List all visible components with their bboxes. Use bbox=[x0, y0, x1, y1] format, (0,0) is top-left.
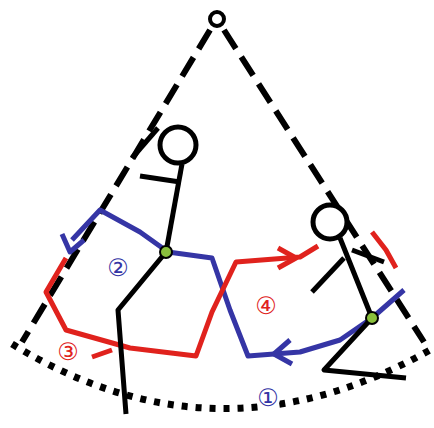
joint-dot bbox=[160, 246, 172, 258]
figure-arm bbox=[140, 176, 180, 182]
callout-number: ④ bbox=[254, 293, 278, 319]
red-path bbox=[92, 350, 112, 357]
apex-point bbox=[210, 12, 224, 26]
callout-number: ③ bbox=[56, 339, 80, 365]
sector-edge bbox=[224, 30, 424, 342]
arrow-head bbox=[274, 340, 292, 364]
figure-leg bbox=[324, 318, 406, 378]
figure-arm bbox=[132, 128, 158, 158]
arrow-head bbox=[62, 234, 84, 252]
figure-arm bbox=[312, 258, 344, 292]
joint-dot bbox=[366, 312, 378, 324]
figure-body bbox=[166, 164, 182, 252]
figure-head bbox=[160, 127, 196, 163]
callout-number: ② bbox=[106, 255, 130, 281]
figure-head bbox=[313, 205, 347, 239]
callout-number: ① bbox=[256, 385, 280, 411]
red-path bbox=[372, 232, 396, 268]
figure-arm bbox=[352, 250, 384, 262]
arrow-head bbox=[278, 248, 296, 268]
red-path bbox=[46, 246, 318, 356]
